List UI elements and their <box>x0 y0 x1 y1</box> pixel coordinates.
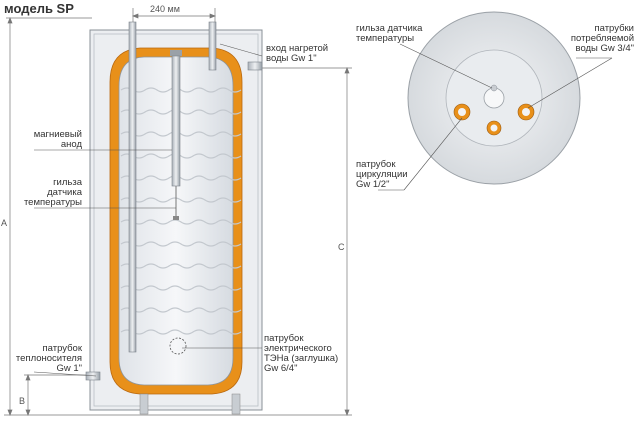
magnesium-anode-label: магниевый анод <box>33 129 82 150</box>
foot-left <box>139 393 149 415</box>
top-sensor-port <box>490 84 498 92</box>
dimension-240-label: 240 мм <box>150 4 180 14</box>
circulation-nozzle-label: патрубок циркуляции Gw 1/2" <box>356 159 408 190</box>
heater-port <box>169 337 187 355</box>
coil-wave <box>120 241 242 247</box>
coil-wave <box>120 307 242 313</box>
hot-water-inlet-label: вход нагретой воды Gw 1" <box>266 43 329 64</box>
coil-wave <box>120 219 242 225</box>
heat-carrier-nozzle-label: патрубок теплоносителя Gw 1" <box>15 343 82 374</box>
dimension-a <box>6 17 92 416</box>
temp-sensor-sleeve-label: гильза датчика температуры <box>23 177 82 208</box>
coil-wave <box>120 175 242 181</box>
coil-wave <box>120 87 242 93</box>
hot-water-pipe <box>208 21 217 71</box>
dimension-c-label: C <box>338 242 345 252</box>
heat-exchanger-coils <box>120 87 242 335</box>
coil-wave <box>120 197 242 203</box>
coil-wave <box>120 329 242 335</box>
leader-lines <box>33 43 263 377</box>
hot-inlet-nozzle <box>247 61 263 71</box>
model-title: модель SP <box>4 1 74 16</box>
consumed-water-nozzles-label: патрубки потребляемой воды Gw 3/4" <box>570 23 634 54</box>
dimension-b-label: B <box>19 396 26 406</box>
coil-wave <box>120 263 242 269</box>
top-sensor-sleeve-label: гильза датчика температуры <box>356 23 423 44</box>
anode-cap <box>170 50 182 56</box>
dimension-b <box>24 374 92 416</box>
long-pipe <box>128 21 137 353</box>
coil-wave <box>120 109 242 115</box>
magnesium-anode <box>171 55 181 187</box>
coil-wave <box>120 131 242 137</box>
coil-wave <box>120 285 242 291</box>
foot-right <box>231 393 241 415</box>
dimension-c <box>262 67 352 416</box>
coil-wave <box>120 153 242 159</box>
heater-nozzle-label: патрубок электрического ТЭНа (заглушка) … <box>264 333 339 374</box>
top-view <box>378 11 613 191</box>
dimension-a-label: A <box>1 218 8 228</box>
